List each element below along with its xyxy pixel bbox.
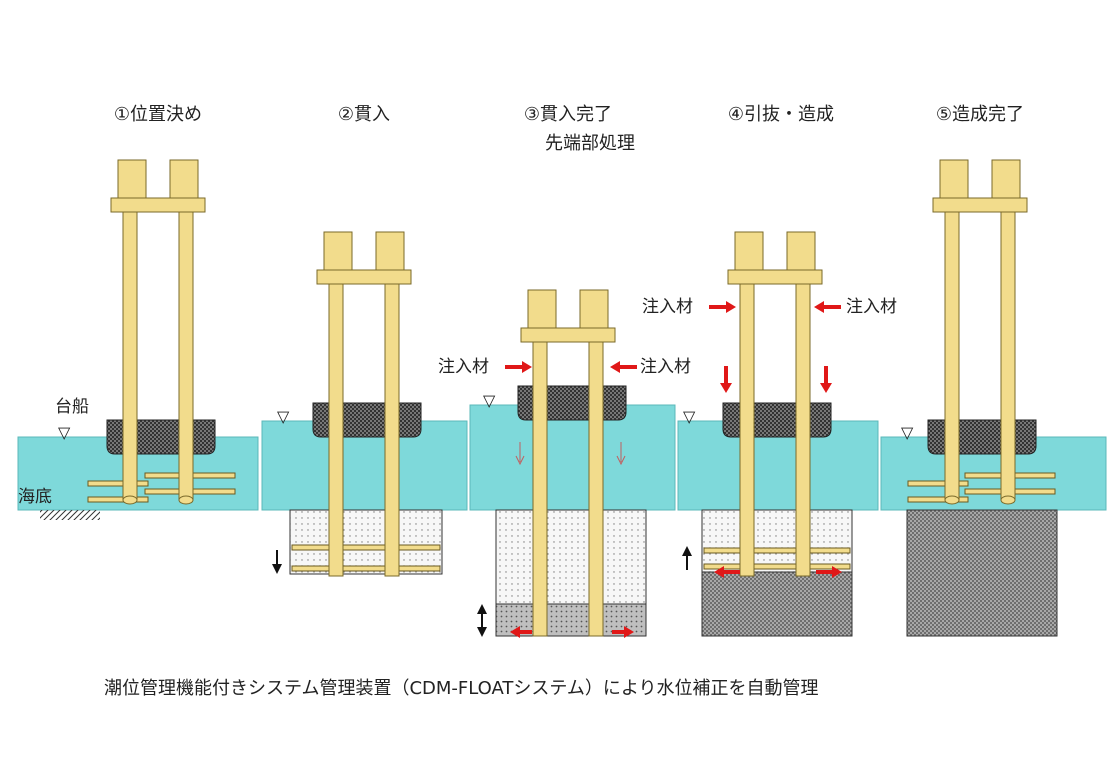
mixing-rod (739, 283, 755, 577)
mixing-rod (588, 341, 604, 637)
soil-box-step-2 (289, 509, 443, 575)
barge-label: 台船 (55, 397, 89, 417)
up-arrow-icon (682, 546, 692, 570)
red-arrow-icon (714, 566, 740, 578)
mixing-rod (178, 211, 194, 501)
mixing-rod (384, 283, 400, 577)
red-arrow-icon (709, 301, 736, 313)
motor-block (579, 289, 609, 331)
step-1-title: ①位置決め (114, 104, 202, 125)
mixing-rod (944, 211, 960, 501)
motor-block (939, 159, 969, 201)
motor-block (323, 231, 353, 273)
rod-tip (178, 495, 194, 505)
injection-labels: 注入材 注入材 注入材 注入材 (438, 297, 897, 377)
seabed-label: 海底 (18, 487, 52, 507)
mixing-rod (1000, 211, 1016, 501)
water-level-marks: ▽ ▽ ▽ ▽ ▽ (58, 391, 914, 442)
cross-beam (727, 269, 823, 285)
cross-beam (932, 197, 1028, 213)
water-band-step-3 (469, 404, 676, 511)
water-level-icon: ▽ (277, 407, 290, 426)
mixing-machine-step-1 (110, 159, 206, 505)
mixing-machine-step-4 (727, 231, 823, 577)
streak (291, 544, 441, 551)
motor-block (375, 231, 405, 273)
red-arrow-icon (610, 361, 637, 373)
red-arrow-icon (814, 301, 841, 313)
water-level-icon: ▽ (58, 423, 71, 442)
streak (907, 496, 969, 503)
motor-block (734, 231, 764, 273)
streak (87, 480, 149, 487)
water-level-icon: ▽ (683, 407, 696, 426)
step-2-title: ②貫入 (338, 104, 390, 125)
red-arrow-icon (612, 626, 634, 638)
up-down-arrow-icon (477, 604, 487, 637)
injection-label-step-4-right: 注入材 (846, 297, 897, 317)
red-arrow-icon (720, 366, 732, 393)
rod-tip (122, 495, 138, 505)
mixing-machine-step-2 (316, 231, 412, 577)
red-arrow-icon (820, 366, 832, 393)
step-5-title: ⑤造成完了 (936, 104, 1024, 125)
mixing-rod (122, 211, 138, 501)
injection-label-step-4-left: 注入材 (642, 297, 693, 317)
caption: 潮位管理機能付きシステム管理装置（CDM-FLOATシステム）により水位補正を自… (104, 678, 819, 699)
down-arrow-icon (272, 550, 282, 574)
injection-arrows (505, 301, 842, 638)
red-arrow-icon (510, 626, 532, 638)
mixing-rod (795, 283, 811, 577)
step-4-title: ④引抜・造成 (728, 104, 834, 125)
barge-step-5 (927, 419, 1037, 455)
soil-box-step-4-improved (701, 571, 853, 637)
motor-block (117, 159, 147, 201)
water-level-icon: ▽ (483, 391, 496, 410)
injection-label-step-3-right: 注入材 (640, 357, 691, 377)
mixing-rod (532, 341, 548, 637)
rod-tip (944, 495, 960, 505)
streak (907, 480, 969, 487)
step-3-title: ③貫入完了 (524, 104, 612, 125)
motor-block (527, 289, 557, 331)
mixing-machines (110, 159, 1028, 637)
mixing-machine-step-3 (520, 289, 616, 637)
barge-step-4 (722, 402, 832, 438)
red-arrow-icon (505, 361, 532, 373)
soil-box-step-4-untreated (701, 509, 853, 573)
streak (291, 565, 441, 572)
rod-flow-arrows (515, 442, 626, 466)
soil-boxes (289, 509, 1058, 637)
rod-tip (1000, 495, 1016, 505)
red-arrow-icon (816, 566, 842, 578)
soil-box-step-5-improved (906, 509, 1058, 637)
flow-arrow-icon (616, 442, 626, 466)
streak (703, 547, 851, 554)
cross-beam (110, 197, 206, 213)
water-level-icon: ▽ (901, 423, 914, 442)
motor-block (169, 159, 199, 201)
mixing-rod (328, 283, 344, 577)
seabed-hatch (40, 510, 100, 520)
streak (703, 563, 851, 570)
streak (87, 496, 149, 503)
injection-label-step-3-left: 注入材 (438, 357, 489, 377)
flow-arrow-icon (515, 442, 525, 466)
direction-arrows (272, 546, 692, 637)
step-titles: ①位置決め ②貫入 ③貫入完了 先端部処理 ④引抜・造成 ⑤造成完了 (114, 104, 1024, 154)
mixing-machine-step-5 (932, 159, 1028, 505)
motor-block (786, 231, 816, 273)
step-3-subtitle: 先端部処理 (545, 133, 635, 154)
cross-beam (316, 269, 412, 285)
motor-block (991, 159, 1021, 201)
cross-beam (520, 327, 616, 343)
